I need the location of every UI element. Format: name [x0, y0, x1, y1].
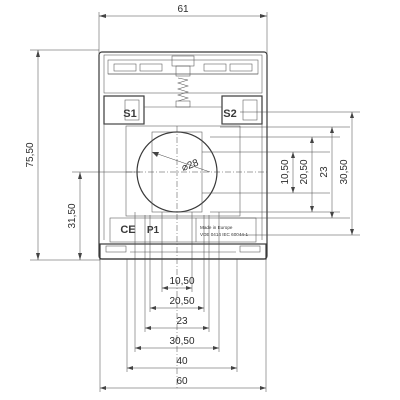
terminal-s1-label: S1	[123, 108, 136, 120]
bottom-width-dimensions: 10,50 20,50 23 30,50 40 60	[99, 212, 267, 392]
terminal-s2-label: S2	[223, 108, 236, 120]
right-dim-1: 10,50	[280, 159, 291, 184]
bottom-dim-6: 60	[176, 376, 188, 387]
top-width-dimension: 61	[98, 4, 268, 56]
right-dim-2: 20,50	[299, 159, 310, 184]
right-dim-4: 30,50	[339, 159, 350, 184]
total-height-label: 75,50	[25, 142, 36, 167]
bottom-dim-2: 20,50	[169, 296, 194, 307]
standard-text: VDE 0414 IEC 60044-1	[200, 232, 248, 237]
primary-p1-mark: P1	[147, 225, 160, 236]
center-height-label: 31,50	[67, 203, 78, 228]
bottom-dim-5: 40	[176, 356, 188, 367]
total-height-dimension: 75,50	[25, 49, 100, 261]
centerlines	[126, 126, 268, 390]
right-height-dimensions: 10,50 20,50 23 30,50	[202, 111, 360, 236]
bottom-dim-4: 30,50	[169, 336, 194, 347]
top-width-label: 61	[177, 4, 189, 15]
bottom-dim-1: 10,50	[169, 276, 194, 287]
right-dim-3: 23	[319, 166, 330, 178]
diameter-label: ⌀28	[180, 157, 200, 173]
ce-mark: CE	[120, 224, 135, 236]
bottom-dim-3: 23	[176, 316, 188, 327]
made-in-text: Made in Europe	[200, 225, 233, 230]
